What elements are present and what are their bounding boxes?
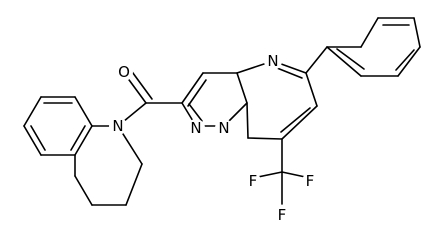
pyrimidine-ring: [236, 60, 318, 140]
molecule-diagram: O N N N N F F F: [23, 17, 421, 224]
atom-label-fluorine-top-left: F: [245, 172, 261, 190]
atom-label-fluorine-bottom: F: [274, 206, 290, 224]
svg-text:F: F: [249, 172, 258, 190]
atom-label-pyrazole-n2: N: [215, 119, 233, 137]
svg-text:F: F: [306, 172, 315, 190]
svg-text:N: N: [218, 119, 229, 137]
svg-text:N: N: [112, 117, 123, 135]
svg-text:O: O: [118, 63, 130, 81]
atom-label-pyrazole-n1: N: [187, 119, 205, 137]
atom-label-quinoline-nitrogen: N: [109, 117, 127, 135]
atom-label-oxygen: O: [115, 63, 133, 81]
trifluoromethyl-group: [252, 138, 311, 205]
atom-label-fluorine-top-right: F: [302, 172, 318, 190]
svg-text:N: N: [267, 52, 278, 70]
phenyl-ring: [305, 17, 421, 77]
atom-label-pyrimidine-n4: N: [264, 52, 282, 70]
molecule-drawing: O N N N N F F F: [23, 17, 421, 224]
svg-text:F: F: [278, 206, 287, 224]
svg-text:N: N: [190, 119, 201, 137]
tetrahydroquinoline-benzene-ring: [23, 96, 93, 156]
